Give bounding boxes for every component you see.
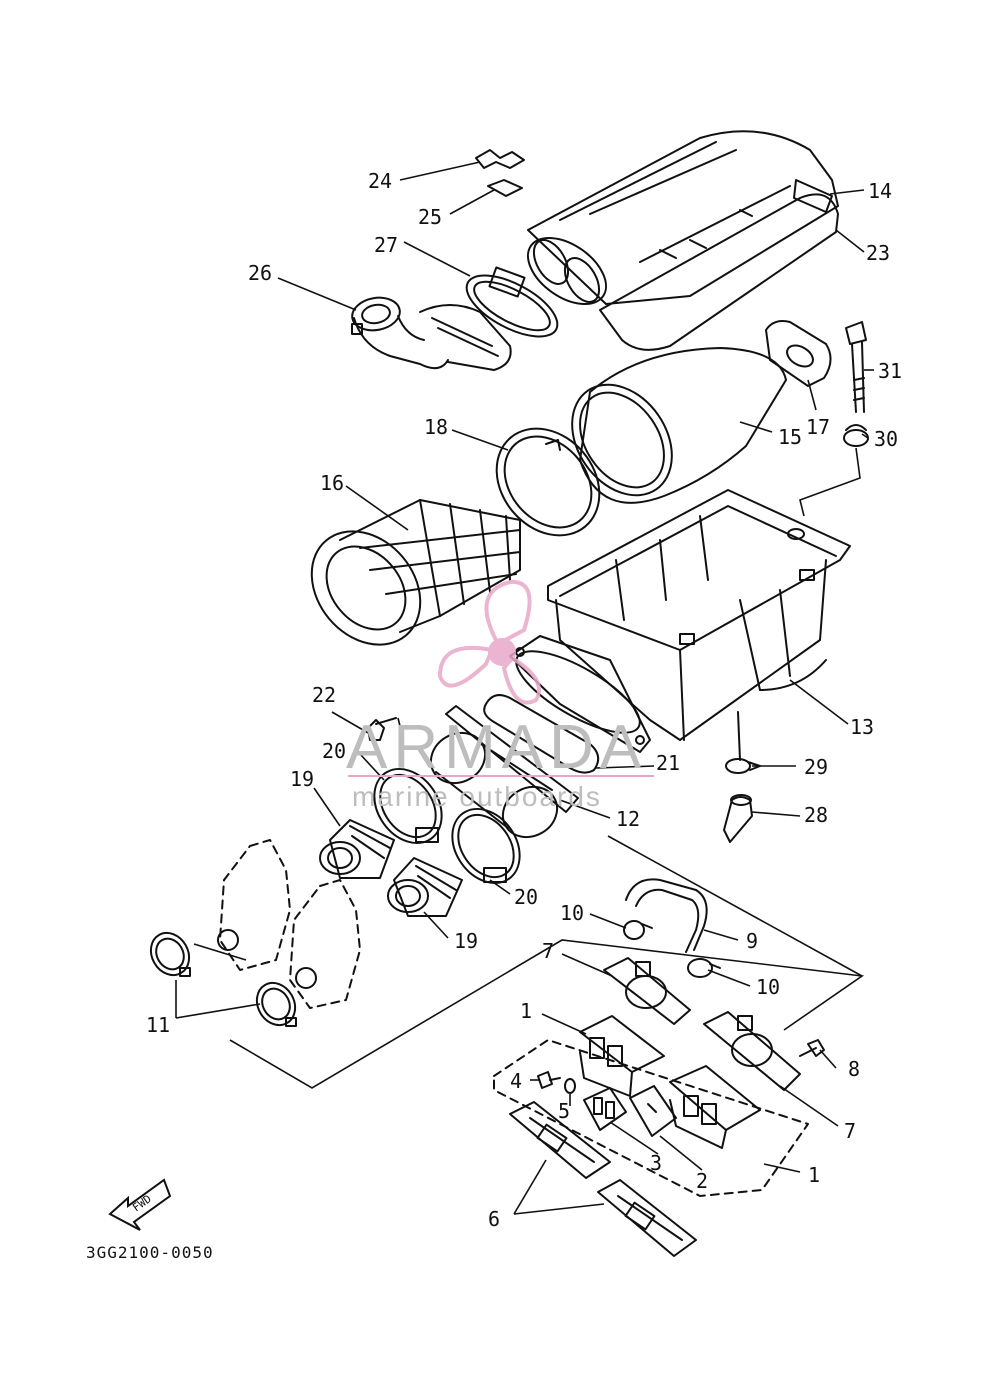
callout-6: 6 [488,1207,500,1231]
part-5-washer [564,1078,576,1094]
part-11-clamp-right [255,981,297,1027]
part-21-gasket [483,694,600,774]
callout-7-upper: 7 [542,939,554,963]
callout-23: 23 [866,241,890,265]
callout-2: 2 [696,1169,708,1193]
part-24-clip [475,149,525,169]
callout-15: 15 [778,425,802,449]
part-10-clip-upper [623,920,653,940]
callout-5: 5 [558,1099,570,1123]
part-19-boot-lower [387,857,463,917]
part-7-manifold-lower [703,1011,801,1091]
callout-20-lower: 20 [514,885,538,909]
part-19-boot-upper [319,819,395,879]
part-20-clamp-lower [451,807,521,885]
watermark: ARMADA marine outboards [346,579,654,812]
part-15-filter-element [571,347,787,504]
part-11-clamp-left [149,931,191,977]
part-17-cap [765,320,832,387]
callout-19-upper: 19 [290,767,314,791]
part-12-joint [429,705,579,839]
part-22-screw [367,717,397,741]
callout-13: 13 [850,715,874,739]
part-23-cover-gasket [599,193,839,351]
callout-numbers: 24 25 27 26 14 23 31 17 30 18 15 16 13 2… [146,169,902,1231]
part-25-pad [487,179,523,197]
callout-29: 29 [804,755,828,779]
callout-30: 30 [874,427,898,451]
part-26-intake-duct [351,296,512,371]
callout-3: 3 [650,1151,662,1175]
callout-10-lower: 10 [756,975,780,999]
part-4-screw [537,1071,561,1089]
part-2-reed [629,1085,677,1137]
part-10-clip-lower [687,958,721,978]
propeller-logo-icon [437,579,541,705]
callout-31: 31 [878,359,902,383]
part-14-airbox-cover [526,130,839,306]
callout-11: 11 [146,1013,170,1037]
callout-4: 4 [510,1069,522,1093]
part-20-clamp-upper [373,767,443,845]
callout-18: 18 [424,415,448,439]
watermark-brand: ARMADA [346,713,647,782]
leader-lines [175,161,874,1215]
callout-16: 16 [320,471,344,495]
part-13-airbox [509,489,851,761]
callout-24: 24 [368,169,392,193]
callout-9: 9 [746,929,758,953]
part-28-drain [723,794,753,843]
part-9-hose [625,878,708,953]
part-3-stopper [583,1087,627,1131]
callout-17: 17 [806,415,830,439]
callout-20-upper: 20 [322,739,346,763]
callout-27: 27 [374,233,398,257]
watermark-tagline: marine outboards [352,781,602,812]
callout-25: 25 [418,205,442,229]
fwd-arrow-icon: FWD [108,1178,172,1231]
callout-1-lower: 1 [808,1163,820,1187]
diagram-part-code: 3GG2100-0050 [86,1243,214,1262]
part-6-gasket-left [509,1101,611,1179]
part-7-manifold-upper [603,957,691,1025]
callout-8: 8 [848,1057,860,1081]
callout-12: 12 [616,807,640,831]
callout-7-lower: 7 [844,1119,856,1143]
carburetor-reference [217,839,361,1009]
callout-21: 21 [656,751,680,775]
callout-22: 22 [312,683,336,707]
part-8-bolt [799,1039,825,1057]
part-6-gasket-right [597,1179,697,1257]
callout-14: 14 [868,179,892,203]
callout-26: 26 [248,261,272,285]
part-18-band [495,427,601,537]
callout-1-upper: 1 [520,999,532,1023]
callout-28: 28 [804,803,828,827]
part-31-bolt [845,321,867,413]
part-27-hose-clamp [465,266,559,338]
callout-19-lower: 19 [454,929,478,953]
part-16-element-cage [310,499,521,646]
callout-10-upper: 10 [560,901,584,925]
